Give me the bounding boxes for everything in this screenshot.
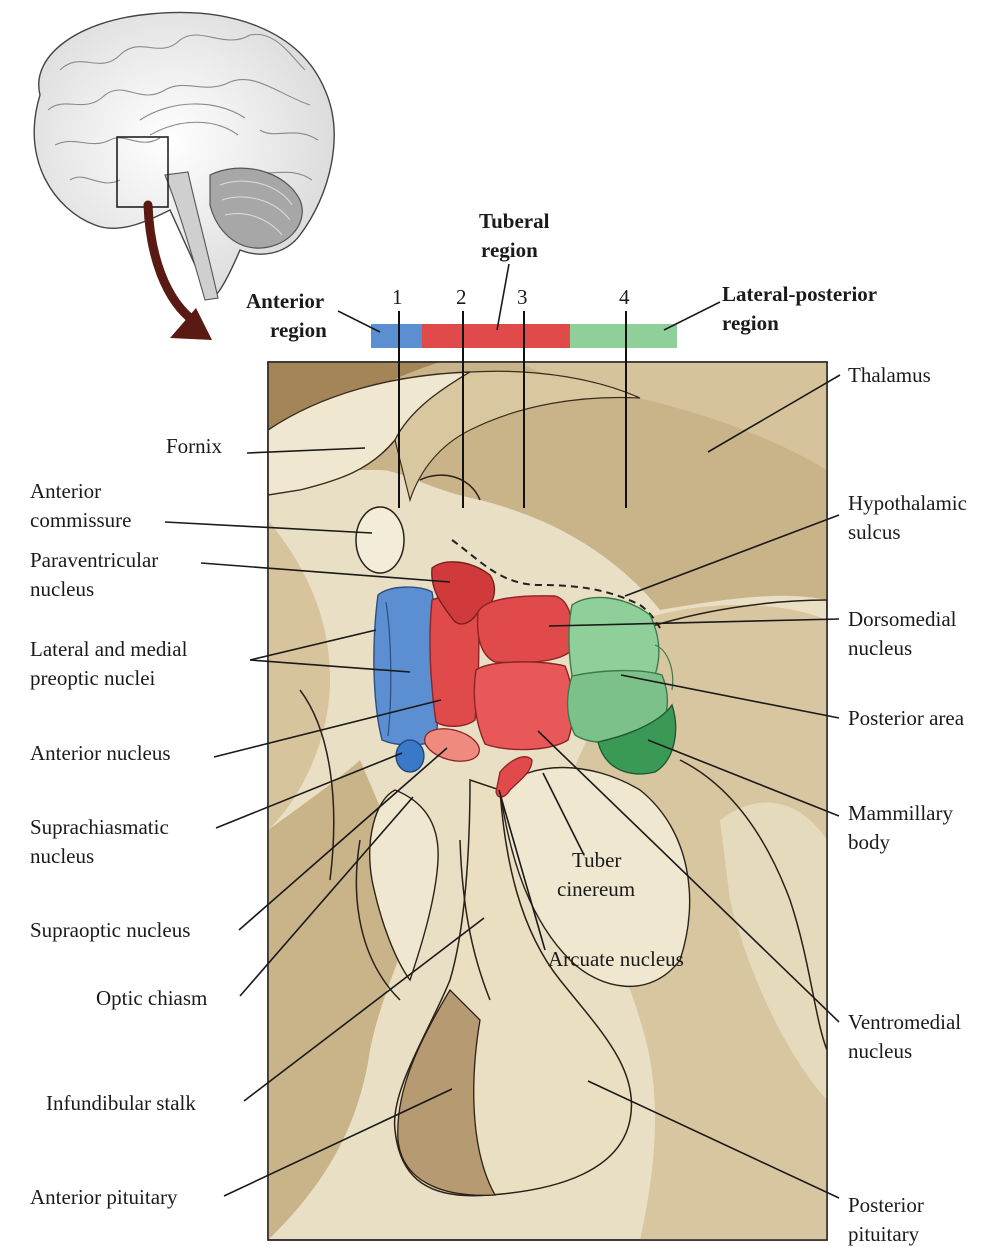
suprachiasmatic-nucleus-label: Suprachiasmatic nucleus — [30, 815, 174, 868]
anterior-nucleus-label: Anterior nucleus — [30, 741, 171, 765]
ventromedial-nucleus-shape — [474, 662, 573, 750]
posterior-pituitary-label: Posterior pituitary — [848, 1193, 929, 1246]
dorsomedial-nucleus-shape — [478, 596, 573, 663]
preoptic-nuclei-label: Lateral and medial preoptic nuclei — [30, 637, 193, 690]
arcuate-nucleus-label: Arcuate nucleus — [548, 947, 684, 971]
ventromedial-nucleus-label: Ventromedial nucleus — [848, 1010, 966, 1063]
lateral-posterior-segment — [570, 324, 677, 348]
section-number-2: 2 — [456, 285, 467, 309]
posterior-area-label: Posterior area — [848, 706, 965, 730]
paraventricular-nucleus-label: Paraventricular nucleus — [30, 548, 164, 601]
anterior-region-label: Anterior region — [246, 289, 329, 342]
brain-thumbnail — [34, 13, 334, 300]
section-number-3: 3 — [517, 285, 528, 309]
anterior-segment — [371, 324, 422, 348]
supraoptic-nucleus-label: Supraoptic nucleus — [30, 918, 190, 942]
fornix-label: Fornix — [166, 434, 223, 458]
lateral-posterior-region-label: Lateral-posterior region — [722, 282, 882, 335]
anterior-pituitary-label: Anterior pituitary — [30, 1185, 178, 1209]
mammillary-body-label: Mammillary body — [848, 801, 958, 854]
hypothalamic-sulcus-label: Hypothalamic sulcus — [848, 491, 972, 544]
tuberal-segment — [422, 324, 570, 348]
section-number-4: 4 — [619, 285, 630, 309]
anterior-commissure-label: Anterior commissure — [30, 479, 131, 532]
section-number-1: 1 — [392, 285, 403, 309]
tuberal-region-label: Tuberal region — [479, 209, 555, 262]
hypothalamus-panel — [268, 362, 827, 1240]
suprachiasmatic-nucleus-shape — [396, 740, 424, 772]
infundibular-stalk-label: Infundibular stalk — [46, 1091, 196, 1115]
thalamus-label: Thalamus — [848, 363, 931, 387]
preoptic-nuclei-shape — [374, 587, 439, 745]
anterior-commissure-shape — [356, 507, 404, 573]
dorsomedial-nucleus-label: Dorsomedial nucleus — [848, 607, 962, 660]
optic-chiasm-label: Optic chiasm — [96, 986, 207, 1010]
